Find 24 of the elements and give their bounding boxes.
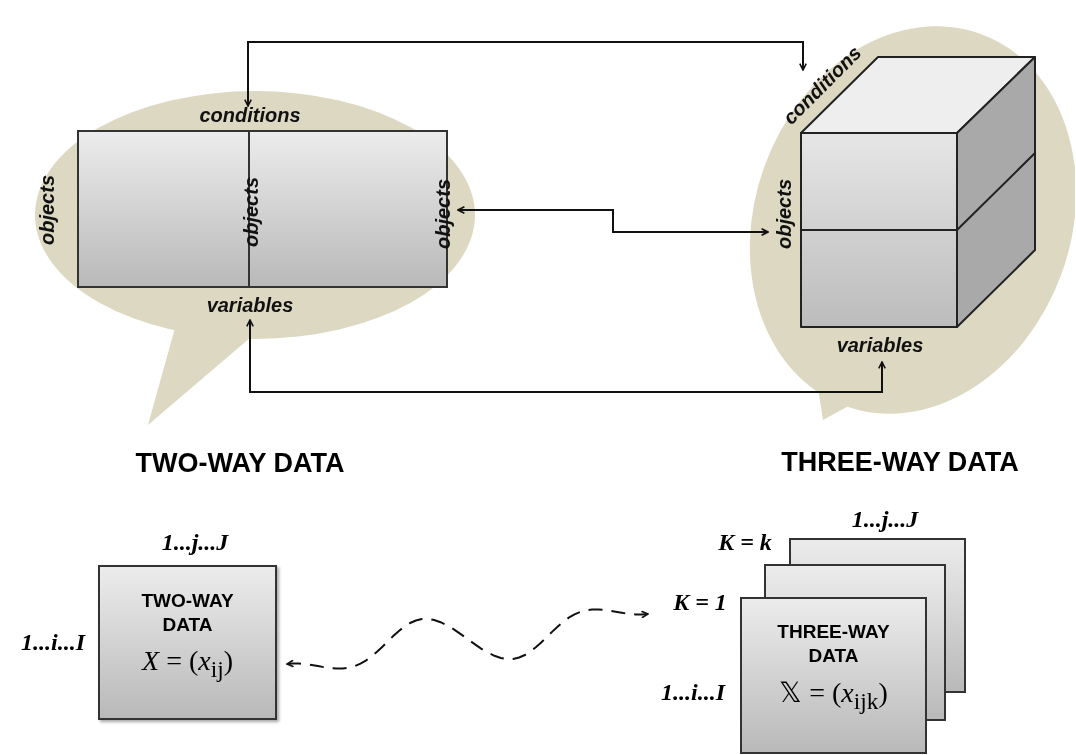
box-title: THREE-WAY DATA [776, 620, 891, 668]
formula: X = (x$_{ij}$) [140, 645, 234, 683]
index-label: K = 1 [672, 588, 728, 616]
section-title: THREE-WAY DATA [780, 447, 1020, 478]
axis-label: objects [240, 160, 262, 264]
connector-arrow [244, 41, 807, 107]
index-label: 1...j...J [850, 505, 920, 533]
axis-label: variables [820, 333, 940, 357]
axis-label: objects [36, 158, 58, 262]
axis-label: conditions [190, 103, 310, 127]
connector-arrow [246, 319, 886, 393]
index-label: 1...i...I [660, 678, 727, 706]
axis-label: variables [190, 293, 310, 317]
axis-label: objects [773, 162, 795, 266]
dashed-arrow [286, 608, 649, 670]
data-box [98, 565, 277, 720]
index-label: 1...j...J [160, 528, 230, 556]
index-label: K = k [717, 528, 773, 556]
box-title: TWO-WAY DATA [140, 589, 235, 637]
formula: 𝕏 = (x$_{ijk}$) [778, 676, 889, 715]
section-title: TWO-WAY DATA [134, 448, 346, 479]
axis-label: objects [432, 162, 454, 266]
index-label: 1...i...I [20, 628, 87, 656]
connector-arrow [457, 206, 769, 236]
